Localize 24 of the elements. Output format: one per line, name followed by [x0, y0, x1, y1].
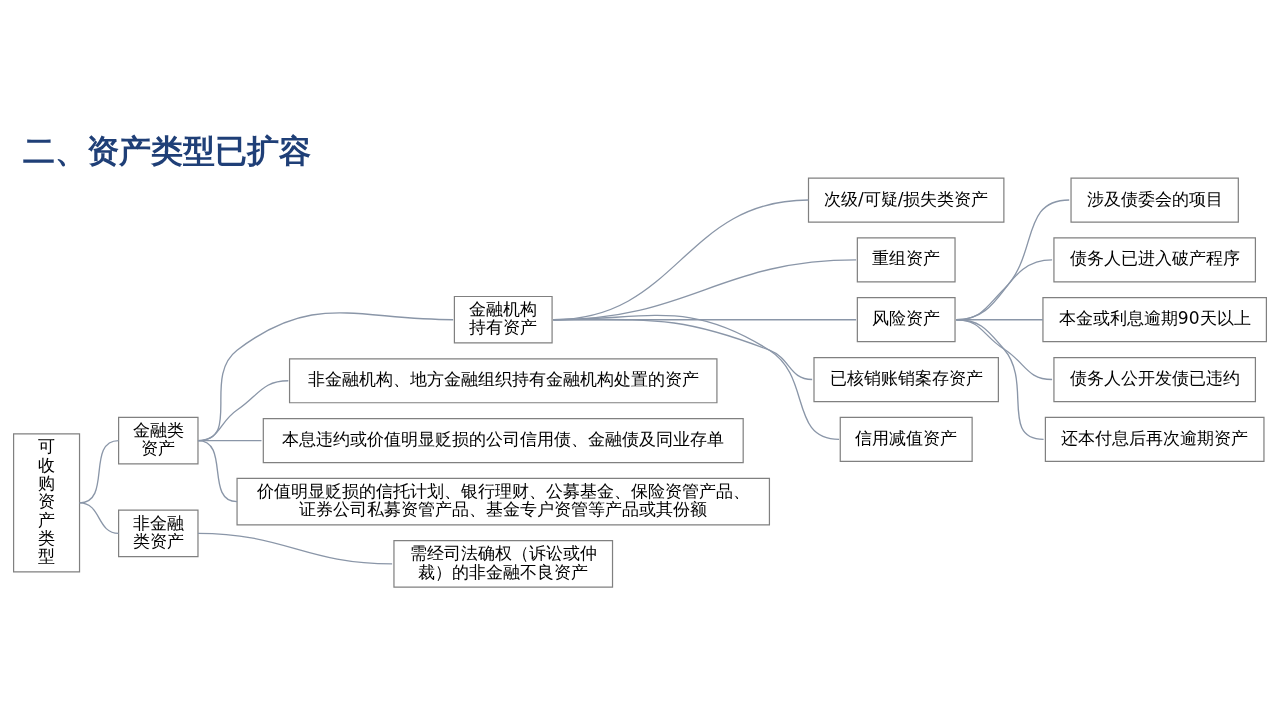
node-box: 非金融类资产 [118, 509, 199, 558]
node-box: 风险资产 [856, 297, 956, 343]
node-box: 金融类资产 [118, 416, 199, 465]
connector [197, 532, 393, 565]
node-box: 可收购资产类型 [13, 433, 81, 573]
connector [552, 314, 840, 441]
node-box: 重组资产 [856, 237, 956, 283]
node-box: 非金融机构、地方金融组织持有金融机构处置的资产 [288, 358, 718, 404]
node-box: 价值明显贬损的信托计划、银行理财、公募基金、保险资管产品、证券公司私募资管产品、基金专户资管等产品或其份额 [236, 477, 771, 526]
node-box: 债务人已进入破产程序 [1053, 237, 1256, 283]
node-box: 本金或利息逾期90天以上 [1042, 297, 1267, 343]
node-box: 需经司法确权（诉讼或仲裁）的非金融不良资产 [393, 540, 614, 588]
node-box: 本息违约或价值明显贬损的公司信用债、金融债及同业存单 [262, 418, 744, 464]
connector [78, 502, 120, 535]
node-box: 次级/可疑/损失类资产 [807, 177, 1005, 223]
node-box: 金融机构持有资产 [453, 295, 553, 344]
node-box: 债务人公开发债已违约 [1053, 356, 1256, 403]
node-box: 涉及债委会的项目 [1070, 177, 1239, 223]
diagram-title: 二、资产类型已扩容 [23, 132, 312, 169]
node-box: 已核销账销案存资产 [813, 356, 999, 403]
connector [955, 319, 1045, 441]
connector [197, 439, 238, 503]
node-box: 信用减值资产 [839, 416, 973, 462]
node-box: 还本付息后再次逾期资产 [1044, 416, 1265, 462]
